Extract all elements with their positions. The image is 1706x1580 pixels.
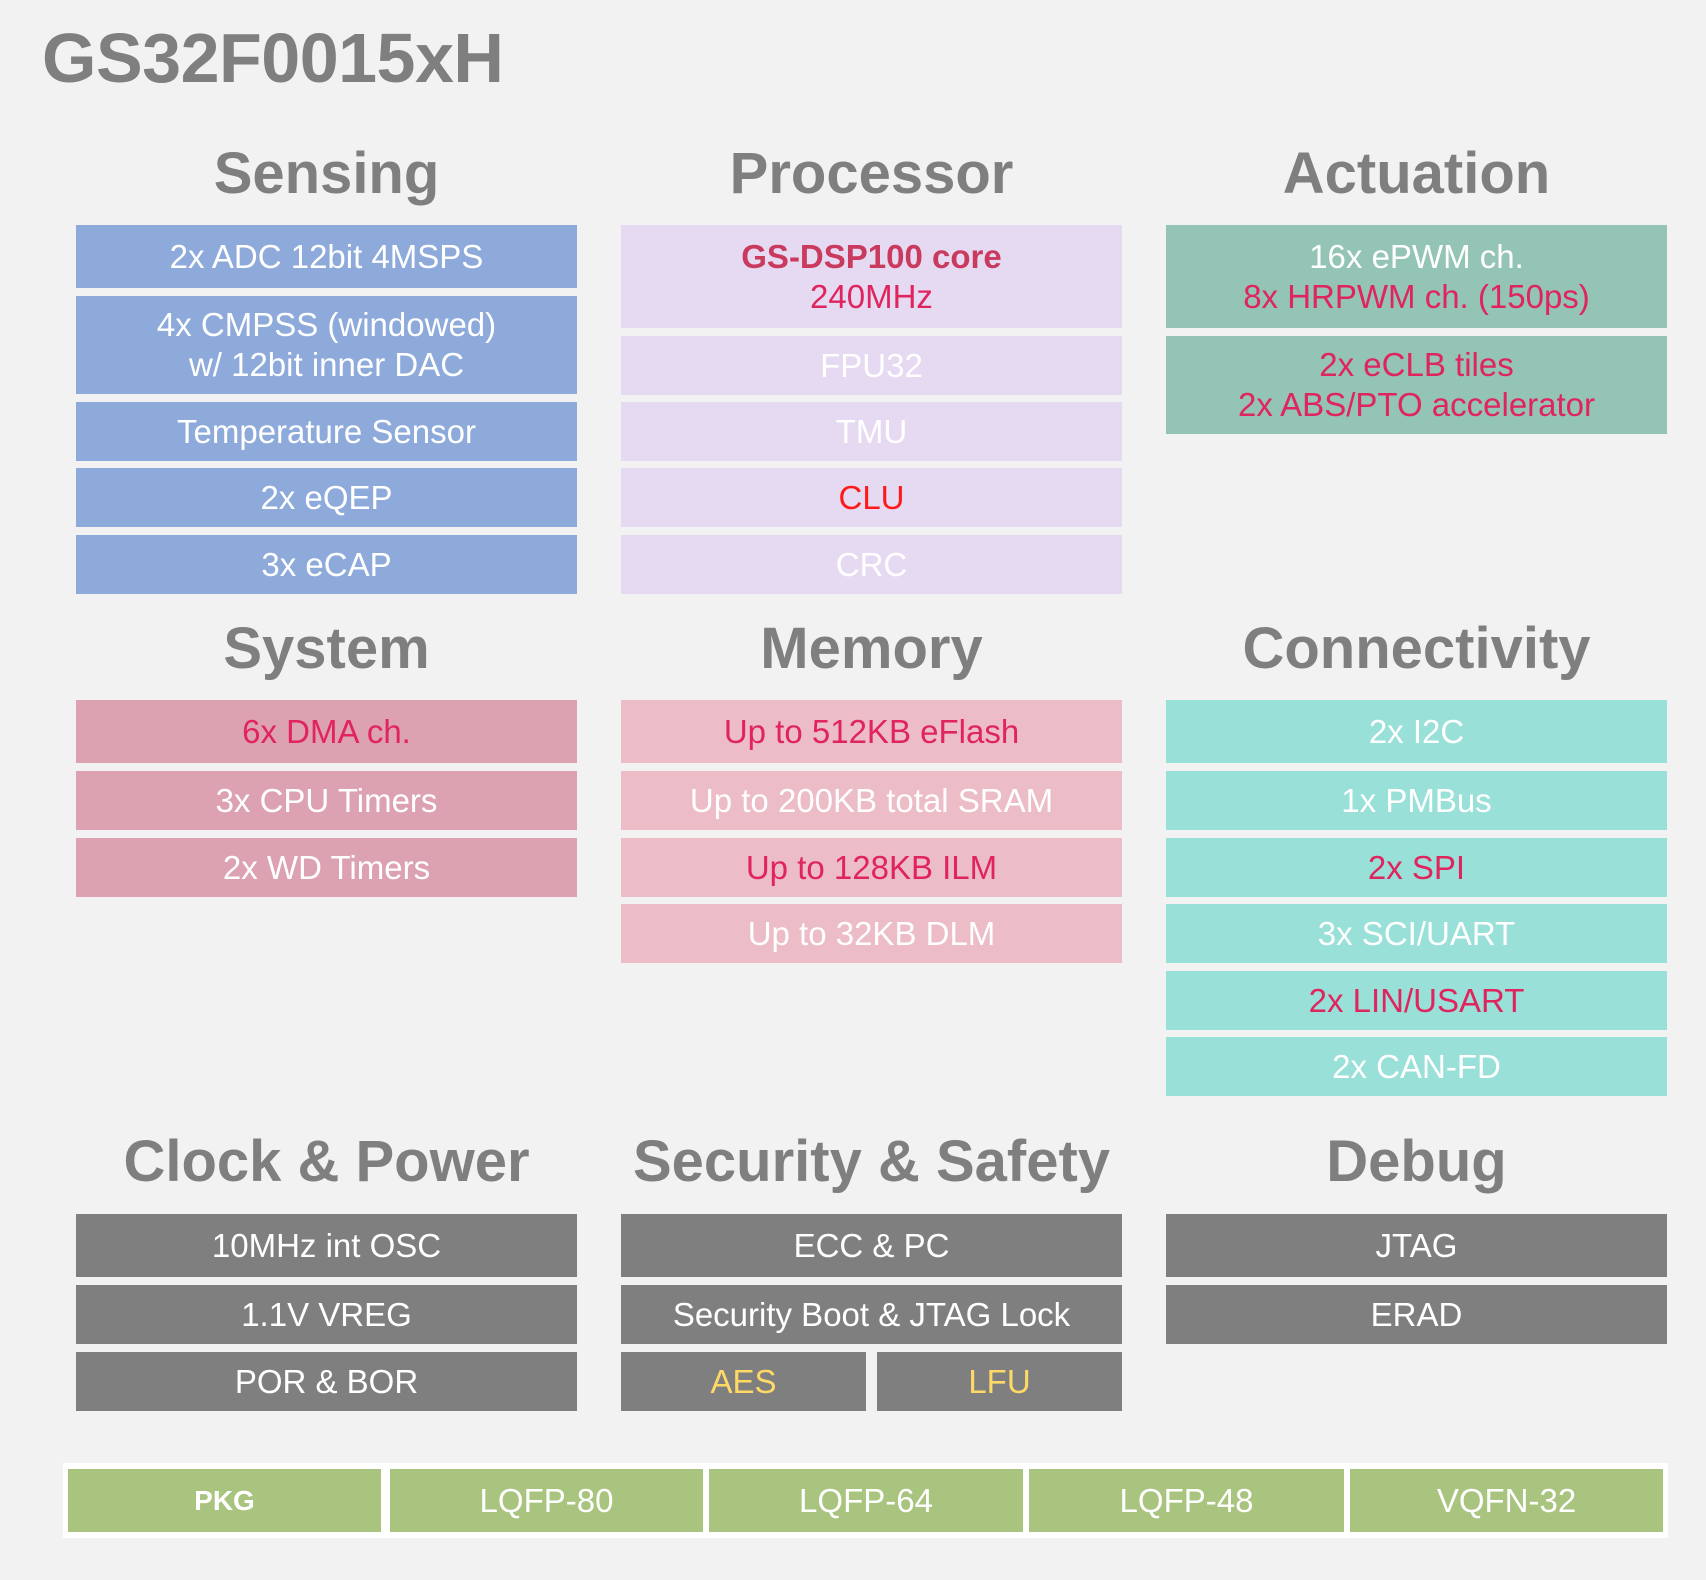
- debug-block-erad: ERAD: [1166, 1285, 1667, 1344]
- system-block-dma: 6x DMA ch.: [76, 700, 577, 763]
- clock-power-heading: Clock & Power: [123, 1129, 530, 1194]
- chip-title: GS32F0015xH: [42, 19, 504, 97]
- security-block-ecc-pc: ECC & PC: [621, 1214, 1122, 1277]
- memory-block-eflash: Up to 512KB eFlash: [621, 700, 1122, 763]
- connectivity-block-lin-usart: 2x LIN/USART: [1166, 971, 1667, 1030]
- security-block-aes: AES: [621, 1352, 866, 1411]
- actuation-section: Actuation 16x ePWM ch. 8x HRPWM ch. (150…: [1166, 0, 1667, 600]
- processor-block-fpu32: FPU32: [621, 336, 1122, 395]
- connectivity-block-sci-uart: 3x SCI/UART: [1166, 904, 1667, 963]
- package-cell-lqfp64: LQFP-64: [709, 1469, 1023, 1532]
- processor-block-tmu: TMU: [621, 402, 1122, 461]
- debug-section: Debug JTAG ERAD: [1166, 0, 1667, 1420]
- system-section: System 6x DMA ch. 3x CPU Timers 2x WD Ti…: [76, 0, 577, 1110]
- clock-block-osc: 10MHz int OSC: [76, 1214, 577, 1277]
- connectivity-block-spi: 2x SPI: [1166, 838, 1667, 897]
- memory-block-ilm: Up to 128KB ILM: [621, 838, 1122, 897]
- debug-block-jtag: JTAG: [1166, 1214, 1667, 1277]
- clock-block-por-bor: POR & BOR: [76, 1352, 577, 1411]
- actuation-block-epwm: 16x ePWM ch. 8x HRPWM ch. (150ps): [1166, 225, 1667, 328]
- sensing-block-adc: 2x ADC 12bit 4MSPS: [76, 225, 577, 288]
- memory-block-dlm: Up to 32KB DLM: [621, 904, 1122, 963]
- system-block-cpu-timers: 3x CPU Timers: [76, 771, 577, 830]
- actuation-block-eclb: 2x eCLB tiles 2x ABS/PTO accelerator: [1166, 336, 1667, 434]
- sensing-block-cmpss: 4x CMPSS (windowed) w/ 12bit inner DAC: [76, 296, 577, 394]
- memory-heading: Memory: [760, 616, 983, 681]
- processor-heading: Processor: [729, 141, 1014, 206]
- connectivity-block-can-fd: 2x CAN-FD: [1166, 1037, 1667, 1096]
- sensing-block-temperature: Temperature Sensor: [76, 402, 577, 461]
- security-safety-section: Security & Safety ECC & PC Security Boot…: [621, 0, 1122, 1420]
- actuation-heading: Actuation: [1282, 141, 1551, 206]
- processor-section: Processor GS-DSP100 core 240MHz FPU32 TM…: [621, 0, 1122, 600]
- security-safety-heading: Security & Safety: [632, 1129, 1111, 1194]
- system-block-wd-timers: 2x WD Timers: [76, 838, 577, 897]
- package-cell-vqfn32: VQFN-32: [1350, 1469, 1663, 1532]
- clock-power-section: Clock & Power 10MHz int OSC 1.1V VREG PO…: [76, 0, 577, 1420]
- security-block-secure-boot: Security Boot & JTAG Lock: [621, 1285, 1122, 1344]
- memory-block-sram: Up to 200KB total SRAM: [621, 771, 1122, 830]
- clock-block-vreg: 1.1V VREG: [76, 1285, 577, 1344]
- connectivity-block-i2c: 2x I2C: [1166, 700, 1667, 763]
- package-bar: PKG LQFP-80 LQFP-64 LQFP-48 VQFN-32: [63, 1463, 1668, 1538]
- processor-block-clu: CLU: [621, 468, 1122, 527]
- processor-block-core: GS-DSP100 core 240MHz: [621, 225, 1122, 328]
- connectivity-heading: Connectivity: [1242, 616, 1591, 681]
- sensing-block-ecap: 3x eCAP: [76, 535, 577, 594]
- package-cell-lqfp48: LQFP-48: [1029, 1469, 1344, 1532]
- security-block-lfu: LFU: [877, 1352, 1122, 1411]
- package-cell-lqfp80: LQFP-80: [390, 1469, 703, 1532]
- connectivity-section: Connectivity 2x I2C 1x PMBus 2x SPI 3x S…: [1166, 0, 1667, 1110]
- sensing-block-eqep: 2x eQEP: [76, 468, 577, 527]
- package-cell-header: PKG: [68, 1469, 381, 1532]
- sensing-section: Sensing 2x ADC 12bit 4MSPS 4x CMPSS (win…: [76, 0, 577, 600]
- processor-block-crc: CRC: [621, 535, 1122, 594]
- memory-section: Memory Up to 512KB eFlash Up to 200KB to…: [621, 0, 1122, 1110]
- debug-heading: Debug: [1326, 1129, 1507, 1194]
- connectivity-block-pmbus: 1x PMBus: [1166, 771, 1667, 830]
- system-heading: System: [223, 616, 430, 681]
- sensing-heading: Sensing: [213, 141, 440, 206]
